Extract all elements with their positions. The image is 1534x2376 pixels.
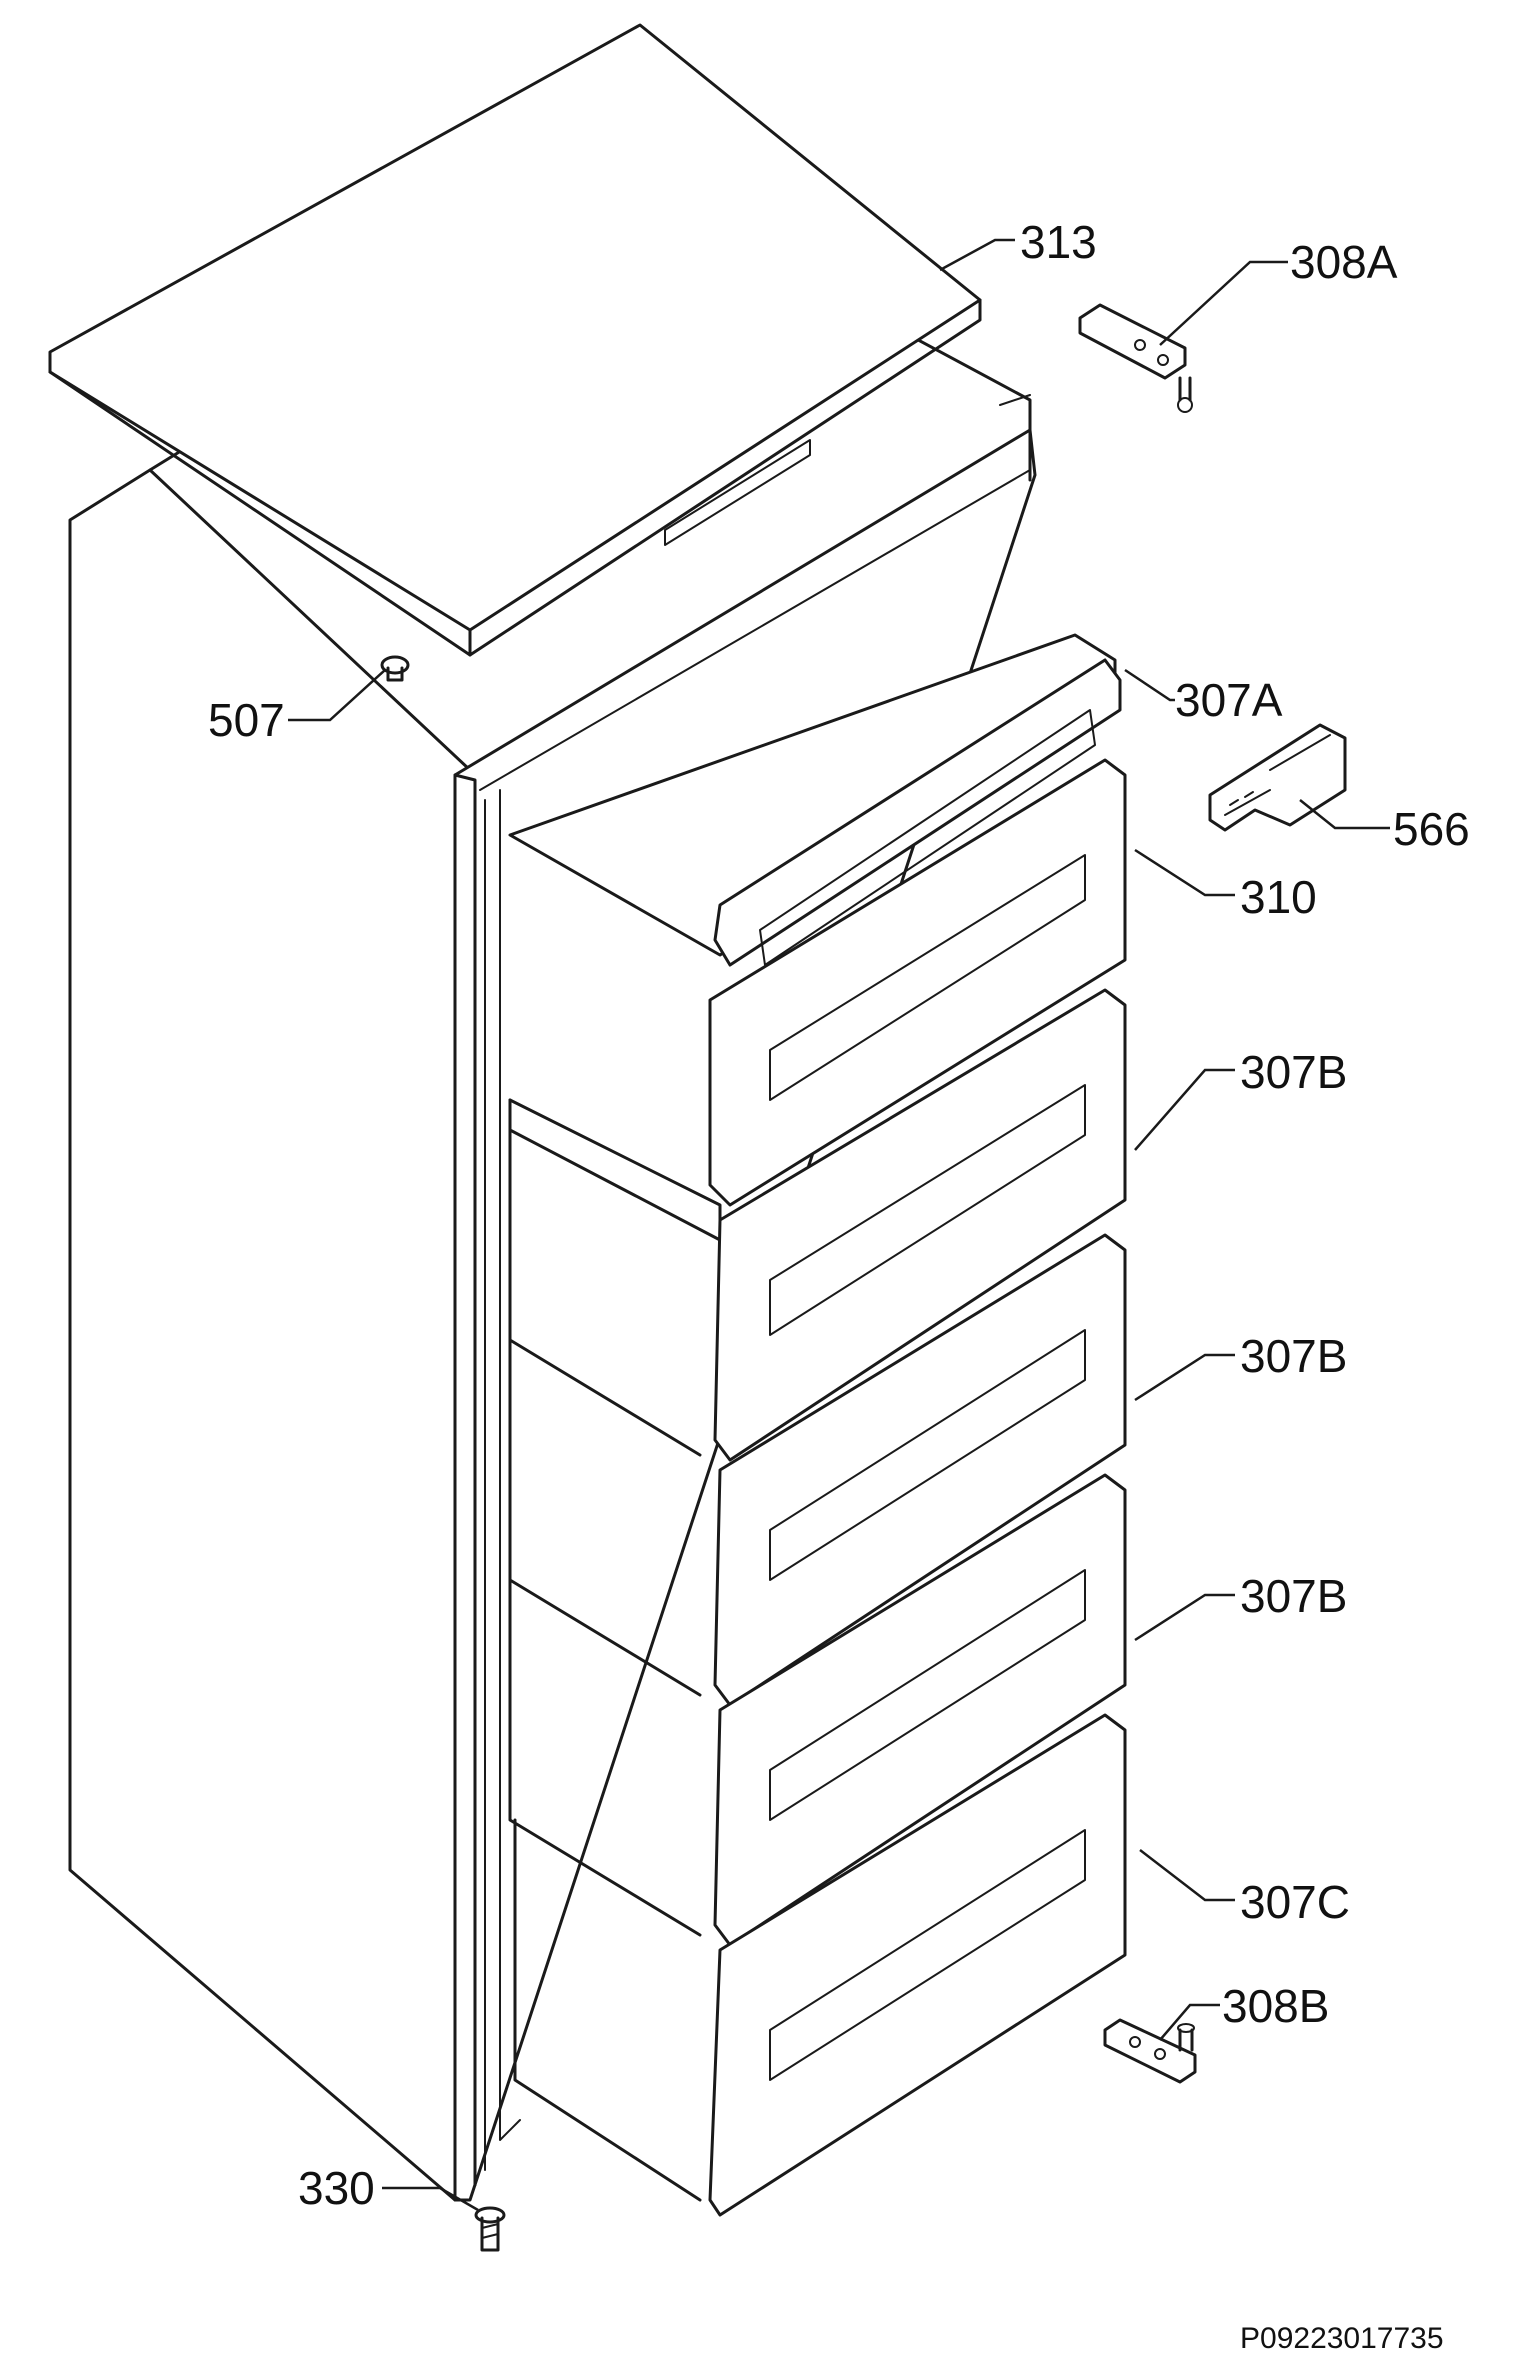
callout-307c: 307C xyxy=(1240,1876,1350,1928)
callout-308b: 308B xyxy=(1222,1980,1329,2032)
clip-566 xyxy=(1208,723,1347,832)
top-cover xyxy=(48,23,982,657)
foot-screw-330 xyxy=(474,2206,506,2252)
callout-307b-3: 307B xyxy=(1240,1570,1347,1622)
callout-307a: 307A xyxy=(1175,674,1283,726)
callout-307b-2: 307B xyxy=(1240,1330,1347,1382)
drawer-flap-310 xyxy=(708,758,1127,1207)
drawer-307a xyxy=(508,633,1122,967)
document-code: P09223017735 xyxy=(1240,2322,1444,2355)
callout-313: 313 xyxy=(1020,216,1097,268)
callout-566: 566 xyxy=(1393,803,1470,855)
drawer-307c xyxy=(513,1713,1127,2217)
screw-507 xyxy=(380,655,410,682)
callout-310: 310 xyxy=(1240,871,1317,923)
callout-307b-1: 307B xyxy=(1240,1046,1347,1098)
leader-lines xyxy=(288,238,1390,2212)
hinge-308a xyxy=(1078,303,1193,413)
callout-330: 330 xyxy=(298,2162,375,2214)
drawer-307b-3 xyxy=(508,1473,1127,1947)
callout-labels: 313 308A 507 307A 566 310 307B 307B 307B… xyxy=(208,216,1470,2214)
callout-507: 507 xyxy=(208,694,285,746)
callout-308a: 308A xyxy=(1290,236,1398,288)
hinge-308b xyxy=(1103,2018,1197,2084)
